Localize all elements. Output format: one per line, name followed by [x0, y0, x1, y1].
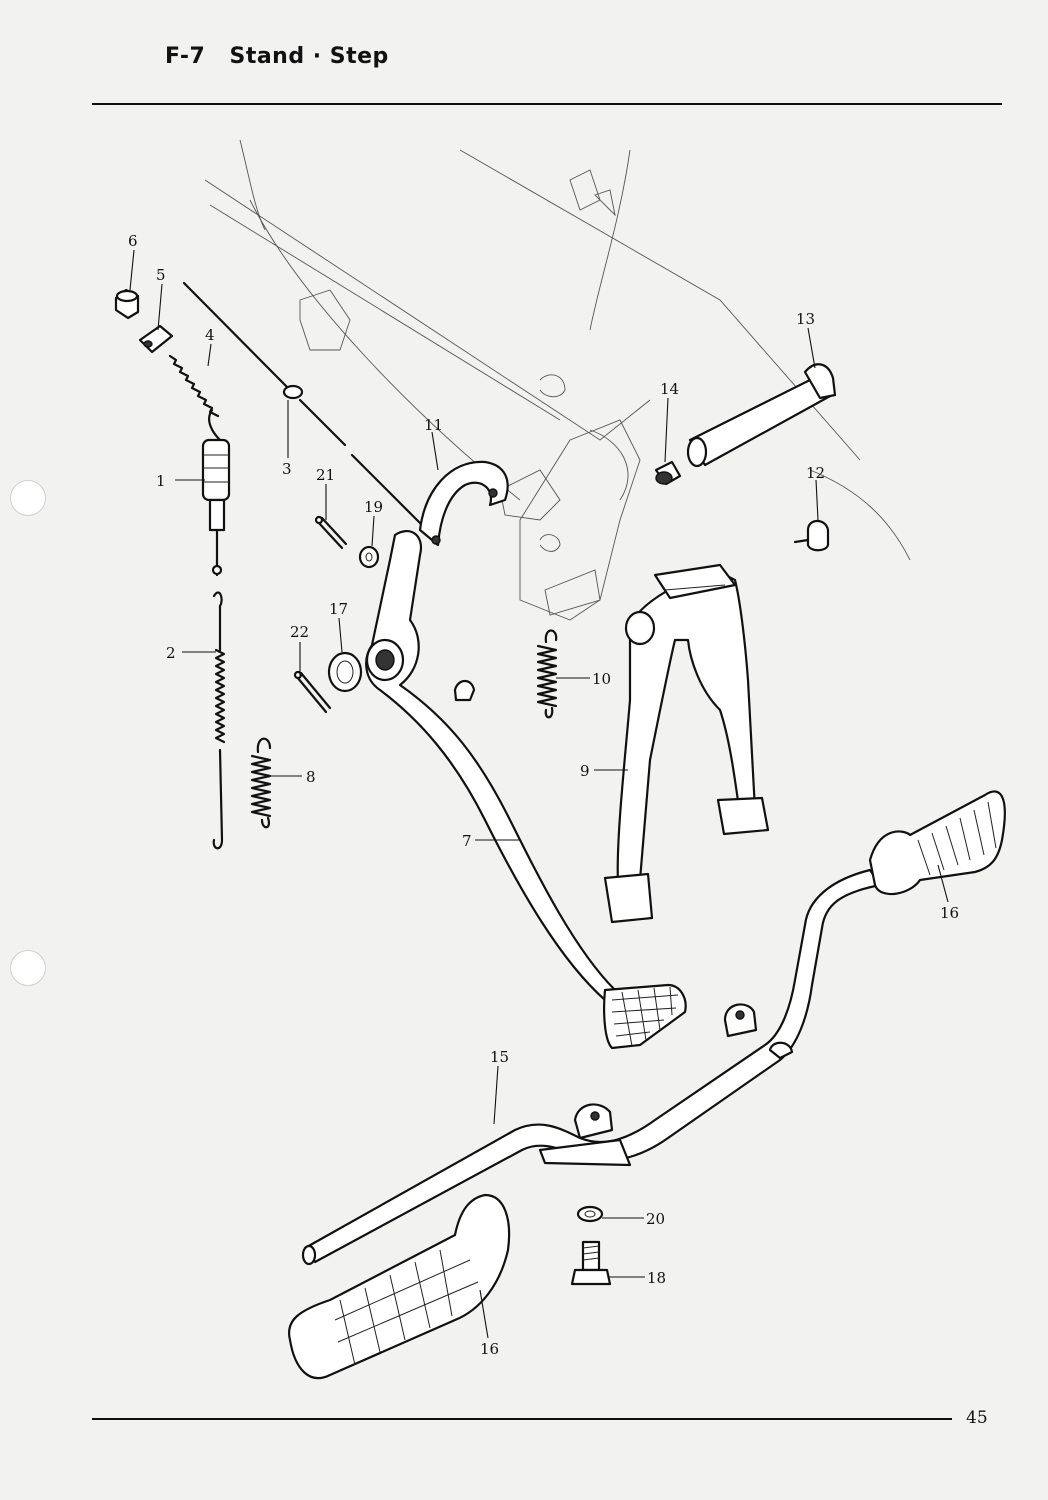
part-brake-rod — [182, 281, 427, 530]
part-step-bolt — [570, 1240, 612, 1286]
part-step-rubber-right — [868, 790, 1006, 896]
callout-21: 21 — [316, 466, 335, 484]
callout-22: 22 — [290, 623, 309, 641]
callout-7: 7 — [462, 832, 472, 850]
callout-6: 6 — [128, 232, 138, 250]
callout-12: 12 — [806, 464, 825, 482]
callout-4: 4 — [205, 326, 215, 344]
punch-hole-lower — [10, 950, 46, 986]
part-washer-small — [358, 545, 380, 569]
part-long-spring — [212, 591, 226, 850]
part-brake-arm — [418, 460, 509, 547]
callout-leaders — [129, 249, 949, 1339]
callout-1: 1 — [156, 472, 166, 490]
part-stand-bolt — [793, 519, 830, 552]
part-step-bar — [301, 868, 882, 1266]
part-cap-nut — [114, 288, 140, 320]
callout-9: 9 — [580, 762, 590, 780]
part-cotter-pin-upper — [314, 515, 348, 550]
callout-2: 2 — [166, 644, 176, 662]
footer-rule — [92, 1418, 952, 1420]
page-title: F-7 Stand · Step — [165, 44, 389, 69]
part-cotter-pin-lower — [293, 670, 332, 714]
part-brake-pedal — [365, 530, 687, 1050]
callout-18: 18 — [647, 1269, 666, 1287]
part-switch-spring — [168, 354, 220, 418]
part-pivot-collar — [654, 460, 682, 486]
callout-3: 3 — [282, 460, 292, 478]
callout-13: 13 — [796, 310, 815, 328]
callout-17: 17 — [329, 600, 348, 618]
part-step-rubber-left — [287, 1193, 511, 1380]
callout-19: 19 — [364, 498, 383, 516]
callout-16-left: 16 — [480, 1340, 499, 1358]
callout-15: 15 — [490, 1048, 509, 1066]
part-stand-pivot-pipe — [686, 363, 837, 468]
callout-16-right: 16 — [940, 904, 959, 922]
callout-14: 14 — [660, 380, 679, 398]
part-washer-large — [327, 651, 363, 693]
section-title: Stand · Step — [229, 44, 389, 69]
part-collar — [138, 324, 174, 354]
part-stand-spring — [536, 629, 558, 719]
punch-hole-upper — [10, 480, 46, 516]
callout-11: 11 — [424, 416, 443, 434]
part-main-stand — [603, 563, 770, 924]
part-stop-switch — [201, 408, 231, 577]
page-number: 45 — [966, 1408, 988, 1428]
callout-5: 5 — [156, 266, 166, 284]
callout-20: 20 — [646, 1210, 665, 1228]
header-rule — [92, 103, 1002, 105]
callout-8: 8 — [306, 768, 316, 786]
part-spring-washer — [576, 1205, 604, 1223]
callout-10: 10 — [592, 670, 611, 688]
callout-labels: 6 5 4 1 2 3 21 19 11 22 17 8 10 9 7 14 1… — [128, 232, 959, 1358]
part-return-spring — [250, 737, 272, 829]
frame-outline-ghost — [204, 139, 911, 621]
section-code: F-7 — [165, 44, 206, 69]
